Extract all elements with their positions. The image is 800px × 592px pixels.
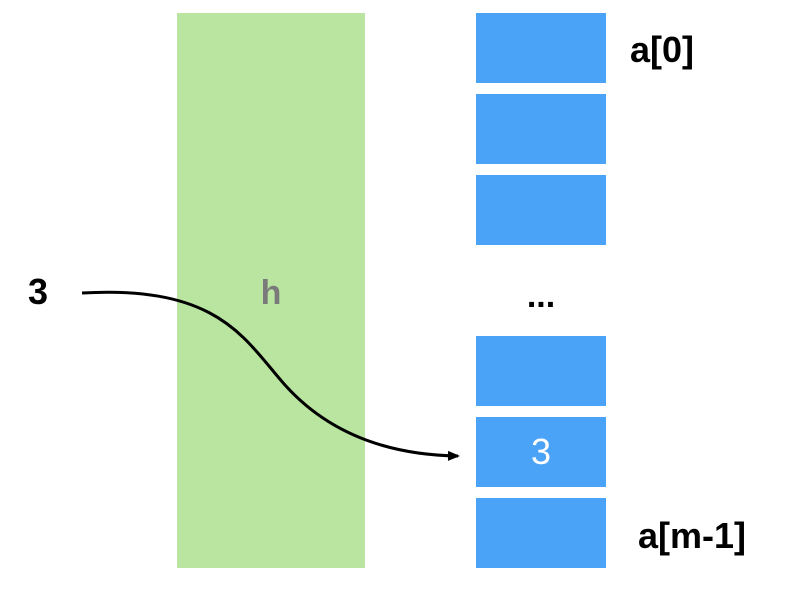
array-slot-5 <box>476 498 606 568</box>
array-slot-1 <box>476 94 606 164</box>
input-key-label: 3 <box>28 271 49 312</box>
hash-function-block <box>177 13 365 568</box>
last-index-label: a[m-1] <box>638 515 747 556</box>
mapping-arrow-curve <box>81 290 460 461</box>
first-index-label: a[0] <box>630 29 695 70</box>
array-slot-4: 3 <box>476 417 606 487</box>
array-slot-0 <box>476 13 606 83</box>
array-slot-value: 3 <box>530 431 552 472</box>
array-ellipsis: ... <box>526 277 556 315</box>
array-slot-3 <box>476 336 606 406</box>
hash-function-label: h <box>260 274 282 312</box>
array-slot-2 <box>476 175 606 245</box>
